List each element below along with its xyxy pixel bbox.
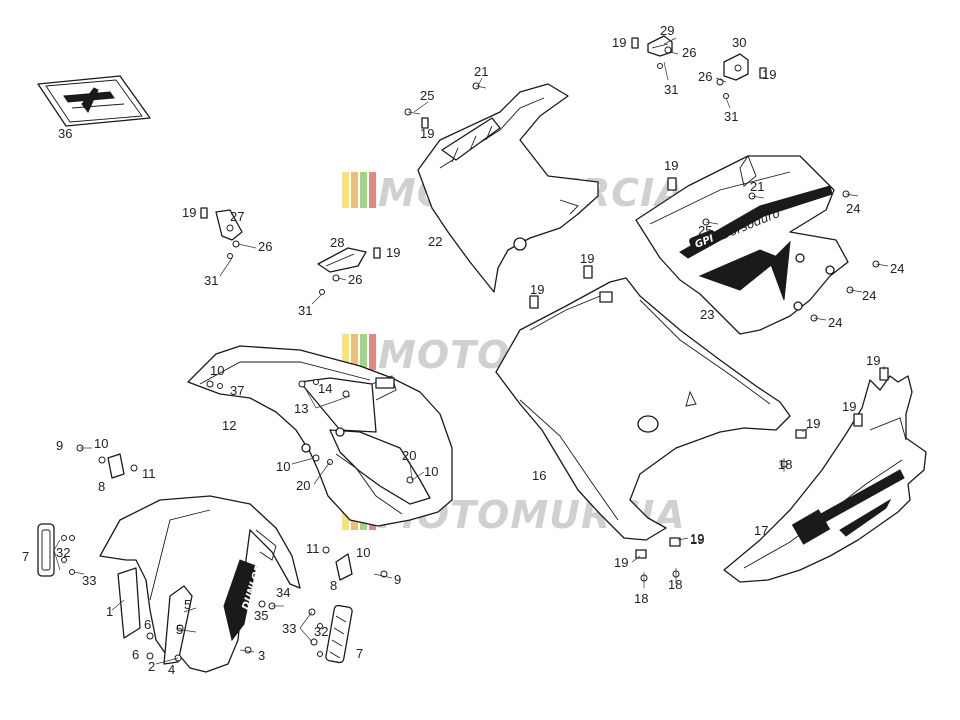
callout-3: 3 xyxy=(258,648,265,663)
callout-31: 31 xyxy=(298,303,312,318)
callout-19: 19 xyxy=(612,35,626,50)
callout-24: 24 xyxy=(890,261,904,276)
callout-23: 23 xyxy=(700,307,714,322)
callout-31: 31 xyxy=(664,82,678,97)
callout-16: 16 xyxy=(532,468,546,483)
bracket-28 xyxy=(317,247,367,273)
callout-32: 32 xyxy=(314,624,328,639)
part-1-front-fender: DUNLOP xyxy=(99,495,301,673)
callout-7: 7 xyxy=(22,549,29,564)
callout-13: 13 xyxy=(294,401,308,416)
part-22-inner-panel xyxy=(417,83,599,293)
part-23-upper-fairing: GPI Dorsoduro xyxy=(635,155,849,335)
leader-lines xyxy=(53,37,885,665)
callout-19: 19 xyxy=(530,282,544,297)
bracket-8-left xyxy=(107,453,125,479)
callout-21: 21 xyxy=(474,64,488,79)
callout-18: 18 xyxy=(634,591,648,606)
callout-19: 19 xyxy=(614,555,628,570)
callout-11: 11 xyxy=(306,541,320,556)
callout-19: 19 xyxy=(866,353,880,368)
callout-19: 19 xyxy=(690,532,704,547)
part-7-reflector-left xyxy=(37,523,55,577)
callout-9: 9 xyxy=(56,438,63,453)
callout-8: 8 xyxy=(330,578,337,593)
callout-6: 6 xyxy=(144,617,151,632)
callout-19: 19 xyxy=(664,158,678,173)
callout-10: 10 xyxy=(276,459,290,474)
part-17-belly-pan xyxy=(723,375,927,583)
callout-26: 26 xyxy=(258,239,272,254)
part-36-decal-sheet xyxy=(37,75,151,127)
callout-30: 30 xyxy=(732,35,746,50)
callout-35: 35 xyxy=(254,608,268,623)
callout-19: 19 xyxy=(580,251,594,266)
callout-19: 19 xyxy=(690,531,704,546)
callout-2: 2 xyxy=(148,659,155,674)
callout-26: 26 xyxy=(348,272,362,287)
part-16-inner-lower-fairing xyxy=(495,277,791,541)
callout-22: 22 xyxy=(428,234,442,249)
bracket-27 xyxy=(215,209,243,241)
callout-24: 24 xyxy=(862,288,876,303)
callout-19: 19 xyxy=(386,245,400,260)
callout-31: 31 xyxy=(204,273,218,288)
callout-10: 10 xyxy=(356,545,370,560)
callout-27: 27 xyxy=(230,209,244,224)
callout-24: 24 xyxy=(846,201,860,216)
callout-7: 7 xyxy=(356,646,363,661)
callout-18: 18 xyxy=(778,457,792,472)
callout-20: 20 xyxy=(402,448,416,463)
callout-17: 17 xyxy=(754,523,768,538)
callout-12: 12 xyxy=(222,418,236,433)
callout-33: 33 xyxy=(282,621,296,636)
callout-32: 32 xyxy=(56,545,70,560)
fasteners xyxy=(61,46,889,662)
callout-labels: 36 25 21 19 19 29 26 31 30 26 19 31 19 2… xyxy=(22,23,904,677)
callout-19: 19 xyxy=(420,126,434,141)
callout-10: 10 xyxy=(94,436,108,451)
part-7-reflector-right xyxy=(325,604,353,664)
callout-6: 6 xyxy=(132,647,139,662)
callout-25: 25 xyxy=(420,88,434,103)
callout-26: 26 xyxy=(698,69,712,84)
callout-33: 33 xyxy=(82,573,96,588)
callout-10: 10 xyxy=(210,363,224,378)
bracket-30 xyxy=(723,53,749,81)
callout-28: 28 xyxy=(330,235,344,250)
callout-21: 21 xyxy=(750,179,764,194)
callout-4: 4 xyxy=(168,662,175,677)
callout-9: 9 xyxy=(394,572,401,587)
callout-29: 29 xyxy=(660,23,674,38)
callout-11: 11 xyxy=(142,466,156,481)
callout-18: 18 xyxy=(668,577,682,592)
callout-8: 8 xyxy=(98,479,105,494)
callout-20: 20 xyxy=(296,478,310,493)
callout-14: 14 xyxy=(318,381,332,396)
callout-10: 10 xyxy=(424,464,438,479)
callout-25: 25 xyxy=(698,223,712,238)
callout-19: 19 xyxy=(762,67,776,82)
callout-24: 24 xyxy=(828,315,842,330)
bracket-8-right xyxy=(335,553,353,581)
callout-36: 36 xyxy=(58,126,72,141)
callout-31: 31 xyxy=(724,109,738,124)
callout-19: 19 xyxy=(806,416,820,431)
callout-34: 34 xyxy=(276,585,290,600)
callout-26: 26 xyxy=(682,45,696,60)
callout-37: 37 xyxy=(230,383,244,398)
callout-5: 5 xyxy=(176,622,183,637)
callout-1: 1 xyxy=(106,604,113,619)
callout-19: 19 xyxy=(842,399,856,414)
part-12-side-fairing xyxy=(187,345,453,527)
callout-19: 19 xyxy=(182,205,196,220)
callout-5: 5 xyxy=(184,597,191,612)
bracket-19-set xyxy=(200,37,889,559)
